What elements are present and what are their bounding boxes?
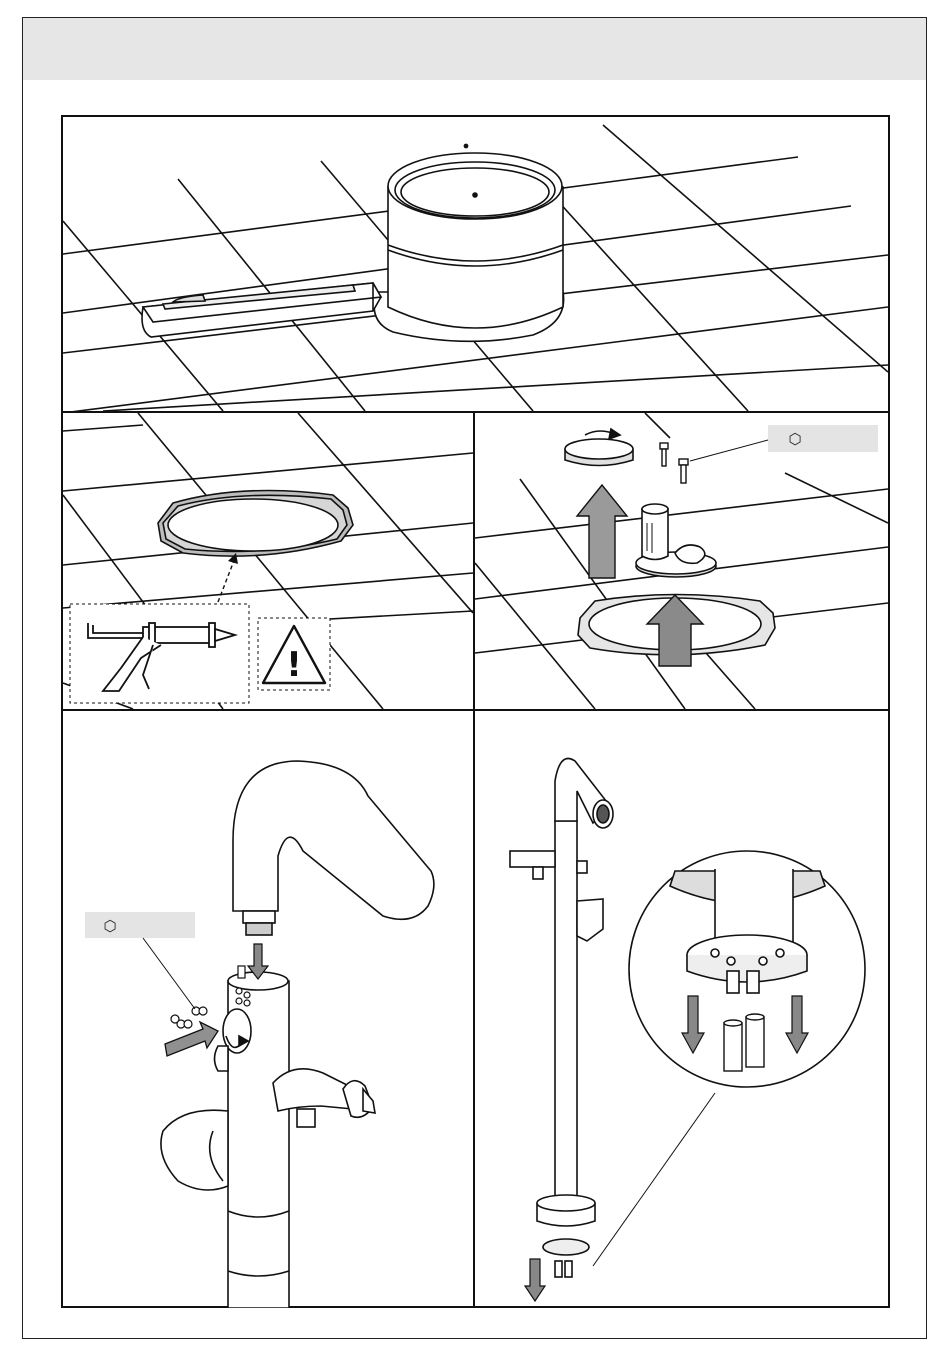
sealant-gun-inset bbox=[70, 604, 249, 703]
sealant-pointer bbox=[218, 558, 235, 602]
base-collar-icon bbox=[537, 1195, 595, 1277]
header-band bbox=[23, 18, 926, 80]
spout-icon bbox=[233, 761, 434, 935]
panel-4-illustration: ⬡ bbox=[63, 711, 473, 1308]
panel-1-illustration bbox=[63, 117, 888, 411]
up-arrow-icon bbox=[577, 485, 627, 578]
hex-key-icon: ⬡ bbox=[788, 430, 801, 448]
panel-4-spout-install: ⬡ bbox=[63, 711, 473, 1308]
handle-icon bbox=[161, 1110, 228, 1190]
hex-key-icon: ⬡ bbox=[103, 917, 116, 935]
panel-5-illustration bbox=[475, 711, 888, 1308]
drain-body-icon bbox=[374, 144, 564, 341]
right-arrow-icon bbox=[165, 1022, 218, 1056]
drain-flange-icon bbox=[158, 491, 353, 557]
panel-3-illustration: ⬡ bbox=[475, 413, 888, 709]
warning-mark: ! bbox=[286, 645, 302, 685]
diverter-knob-icon bbox=[215, 1046, 229, 1071]
protective-cap-icon bbox=[565, 429, 633, 466]
hex-tag-leader bbox=[143, 938, 195, 1009]
panel-3-insert-install: ⬡ bbox=[475, 413, 888, 709]
detail-leader-line bbox=[593, 1093, 715, 1266]
panel-2-apply-sealant: ! bbox=[63, 413, 473, 709]
panel-2-illustration: ! bbox=[63, 413, 473, 709]
column-pipe-icon bbox=[510, 759, 613, 1202]
hex-tag-leader bbox=[690, 440, 768, 461]
hex-key-tag bbox=[85, 912, 195, 938]
panel-1-drain-floor bbox=[63, 117, 888, 411]
down-arrow-icon bbox=[525, 1259, 545, 1301]
screw-icon bbox=[660, 443, 688, 483]
hex-key-tag bbox=[768, 425, 878, 452]
panel-5-cartridge-detail bbox=[475, 711, 888, 1308]
